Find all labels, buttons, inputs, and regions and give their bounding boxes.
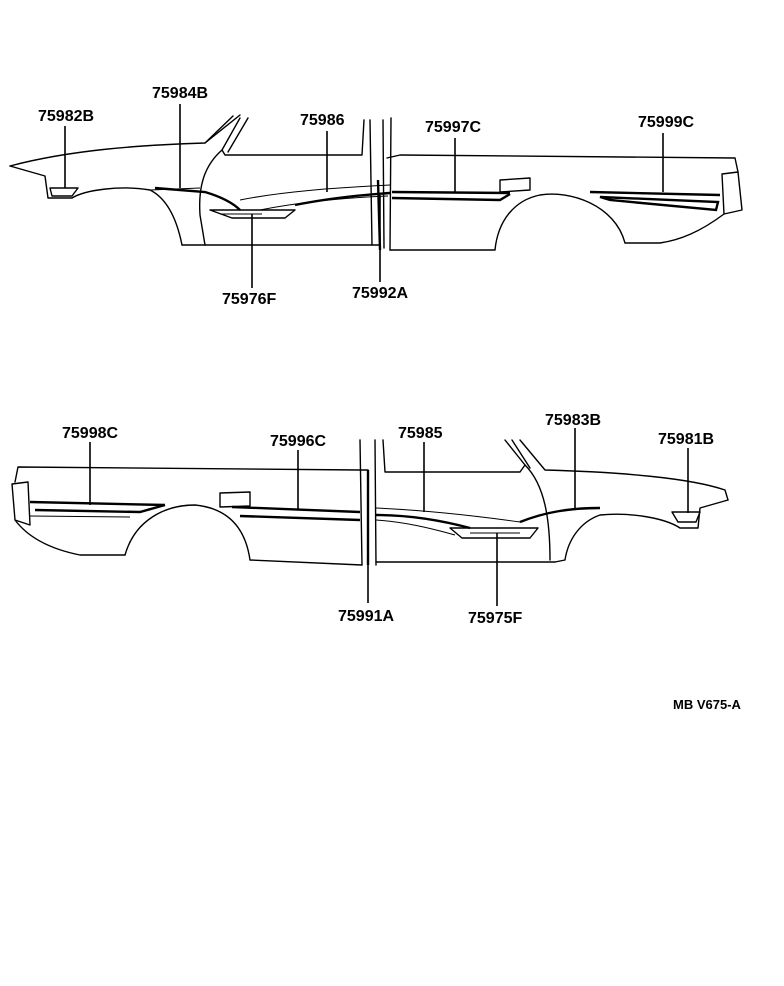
top-leader-lines	[64, 104, 664, 288]
label-75976F: 75976F	[222, 291, 276, 308]
label-75992A: 75992A	[352, 285, 408, 302]
label-75984B: 75984B	[152, 85, 208, 102]
label-75986: 75986	[300, 112, 345, 129]
bottom-leader-lines	[89, 428, 689, 606]
label-75991A: 75991A	[338, 608, 394, 625]
label-75996C: 75996C	[270, 433, 326, 450]
bottom-truck-outline	[11, 439, 729, 566]
label-75975F: 75975F	[468, 610, 522, 627]
label-75985: 75985	[398, 425, 443, 442]
label-75981B: 75981B	[658, 431, 714, 448]
label-75982B: 75982B	[38, 108, 94, 125]
top-stripes	[49, 179, 721, 251]
label-75999C: 75999C	[638, 114, 694, 131]
top-truck-outline	[9, 114, 743, 251]
label-75998C: 75998C	[62, 425, 118, 442]
bottom-stripes	[29, 470, 701, 565]
label-75997C: 75997C	[425, 119, 481, 136]
diagram-reference-code: MB V675-A	[673, 697, 742, 712]
label-75983B: 75983B	[545, 412, 601, 429]
